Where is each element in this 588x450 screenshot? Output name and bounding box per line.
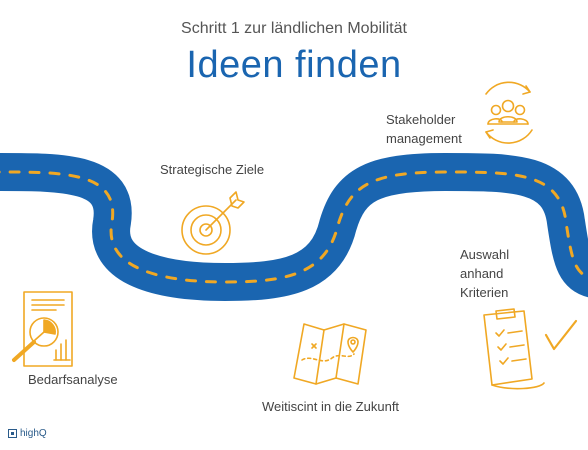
label-auswahl-anhand-kriterien: Auswahl anhand Kriterien: [460, 245, 509, 302]
label-stakeholder-management: Stakeholder management: [386, 110, 462, 148]
label-auswahl-line2: anhand: [460, 266, 504, 281]
subtitle: Schritt 1 zur ländlichen Mobilität: [181, 20, 407, 37]
label-strategische-ziele: Strategische Ziele: [160, 162, 265, 177]
highq-logo-icon: [8, 429, 17, 438]
target-arrow-icon: [181, 191, 245, 255]
folded-map-pin-icon: [293, 323, 367, 385]
highq-logo-text: highQ: [20, 428, 47, 439]
highq-logo: highQ: [8, 428, 47, 439]
label-bedarfsanalyse: Bedarfsanalyse: [28, 372, 118, 387]
page-title: Ideen finden: [186, 44, 402, 86]
label-stakeholder-line1: Stakeholder: [386, 112, 456, 127]
clipboard-checklist-icon: [483, 308, 578, 390]
label-stakeholder-line2: management: [386, 131, 462, 146]
label-auswahl-line3: Kriterien: [460, 285, 509, 300]
people-group-cycle-icon: [485, 81, 533, 144]
label-auswahl-line1: Auswahl: [460, 247, 510, 262]
road-center-dashes: [0, 170, 588, 284]
label-weitsicht: Weitiscint in die Zukunft: [262, 399, 400, 414]
document-chart-magnifier-icon: [12, 291, 73, 367]
